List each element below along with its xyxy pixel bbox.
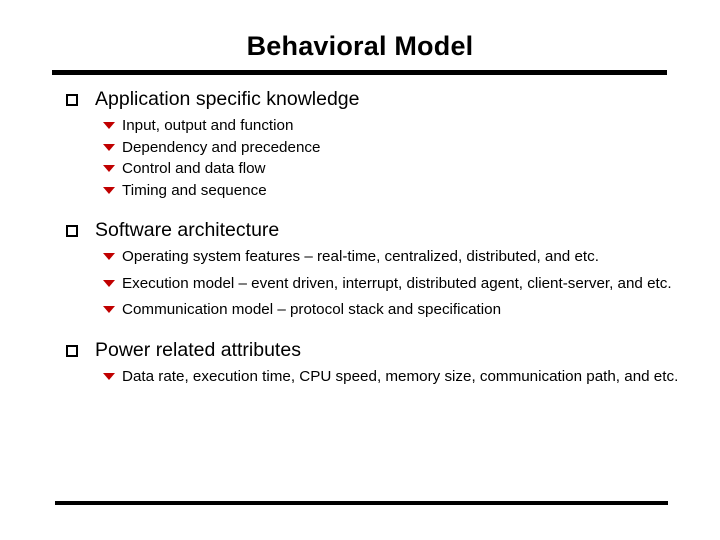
bullet-level2-item: Operating system features – real-time, c…: [0, 246, 720, 268]
bullet-level2-label: Dependency and precedence: [122, 138, 321, 156]
square-bullet-icon: [66, 225, 78, 237]
triangle-bullet-icon: [103, 186, 115, 194]
triangle-bullet-icon: [103, 253, 115, 260]
bullet-level1-label: Software architecture: [95, 219, 280, 241]
bullet-level1-power-related-attributes: Power related attributes: [0, 337, 720, 363]
bullet-level2-label: Input, output and function: [122, 117, 294, 134]
bullet-group-software-architecture: Software architecture Operating system f…: [0, 217, 720, 321]
square-bullet-icon: [66, 344, 78, 357]
footer-divider-rule: [55, 501, 668, 505]
bullet-level2-label: Control and data flow: [122, 160, 266, 177]
sublist-power-related-attributes: Data rate, execution time, CPU speed, me…: [0, 366, 720, 388]
sublist-software-architecture: Operating system features – real-time, c…: [0, 246, 720, 321]
bullet-level2-item: Control and data flow: [0, 158, 720, 180]
bullet-level2-item: Dependency and precedence: [0, 137, 720, 159]
section-spacer: [0, 201, 720, 217]
bullet-level1-label: Application specific knowledge: [95, 88, 360, 110]
bullet-level1-application-specific-knowledge: Application specific knowledge: [0, 86, 720, 112]
bullet-level1-software-architecture: Software architecture: [0, 217, 720, 243]
bullet-level2-label: Data rate, execution time, CPU speed, me…: [122, 367, 679, 385]
bullet-level2-item: Execution model – event driven, interrup…: [0, 273, 720, 295]
triangle-bullet-icon: [103, 372, 115, 380]
bullet-level1-label: Power related attributes: [95, 338, 301, 361]
bullet-level2-label: Execution model – event driven, interrup…: [122, 274, 672, 292]
page-title: Behavioral Model: [246, 31, 474, 61]
triangle-bullet-icon: [103, 306, 115, 313]
slide-body: Application specific knowledge Input, ou…: [0, 86, 720, 387]
section-spacer: [0, 321, 720, 337]
bullet-group-application-specific-knowledge: Application specific knowledge Input, ou…: [0, 86, 720, 201]
bullet-level2-item: Timing and sequence: [0, 180, 720, 202]
bullet-level2-item: Input, output and function: [0, 115, 720, 137]
triangle-bullet-icon: [103, 279, 115, 287]
sublist-application-specific-knowledge: Input, output and function Dependency an…: [0, 115, 720, 201]
bullet-level2-label: Operating system features – real-time, c…: [122, 248, 599, 265]
bullet-level2-item: Data rate, execution time, CPU speed, me…: [0, 366, 720, 388]
bullet-level2-label: Communication model – protocol stack and…: [122, 301, 502, 318]
triangle-bullet-icon: [103, 165, 115, 172]
square-bullet-icon: [66, 94, 78, 106]
bullet-level2-label: Timing and sequence: [122, 181, 267, 199]
triangle-bullet-icon: [103, 143, 115, 151]
title-divider-rule: [52, 70, 667, 75]
triangle-bullet-icon: [103, 122, 115, 129]
bullet-group-power-related-attributes: Power related attributes Data rate, exec…: [0, 337, 720, 388]
bullet-level2-item: Communication model – protocol stack and…: [0, 299, 720, 321]
